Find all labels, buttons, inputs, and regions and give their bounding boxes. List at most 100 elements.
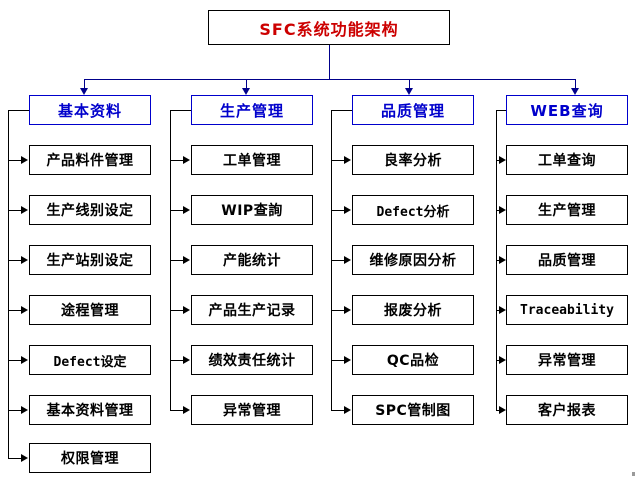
- column-spine-1: [8, 110, 9, 458]
- column-header-label-2: 生产管理: [219, 101, 284, 120]
- leaf-1-1[interactable]: 产品料件管理: [29, 145, 151, 175]
- spine-branch-2-2: [170, 210, 184, 211]
- leaf-label-3-1: 良率分析: [384, 153, 442, 169]
- diagram-title-box: SFC系统功能架构: [208, 10, 450, 45]
- leaf-2-3[interactable]: 产能统计: [191, 245, 313, 275]
- spine-arrow-3-6: [344, 406, 351, 414]
- spine-branch-4-3: [496, 260, 501, 261]
- column-header-1[interactable]: 基本资料: [29, 95, 151, 125]
- header-arrow-1: [80, 88, 88, 95]
- leaf-3-6[interactable]: SPC管制图: [352, 395, 474, 425]
- column-header-label-4: WEB查询: [530, 101, 604, 120]
- spine-branch-3-6: [331, 410, 345, 411]
- spine-branch-2-1: [170, 160, 184, 161]
- leaf-2-1[interactable]: 工单管理: [191, 145, 313, 175]
- leaf-1-3[interactable]: 生产站别设定: [29, 245, 151, 275]
- leaf-4-2[interactable]: 生产管理: [506, 195, 628, 225]
- leaf-1-7[interactable]: 权限管理: [29, 443, 151, 473]
- leaf-1-2[interactable]: 生产线别设定: [29, 195, 151, 225]
- leaf-3-2[interactable]: Defect分析: [352, 195, 474, 225]
- spine-branch-1-2: [8, 210, 22, 211]
- spine-branch-1-5: [8, 360, 22, 361]
- leaf-2-5[interactable]: 绩效责任统计: [191, 345, 313, 375]
- spine-arrow-2-5: [183, 356, 190, 364]
- header-drop-line-2: [246, 79, 247, 88]
- leaf-label-2-5: 绩效责任统计: [208, 353, 296, 369]
- spine-tap-2: [170, 110, 191, 111]
- leaf-1-6[interactable]: 基本资料管理: [29, 395, 151, 425]
- spine-branch-3-4: [331, 310, 345, 311]
- leaf-label-1-3: 生产站别设定: [46, 253, 134, 269]
- header-bus-line: [84, 79, 575, 80]
- leaf-2-4[interactable]: 产品生产记录: [191, 295, 313, 325]
- page-title: SFC系统功能架构: [259, 19, 399, 39]
- leaf-label-3-4: 报废分析: [384, 303, 442, 319]
- spine-arrow-1-5: [21, 356, 28, 364]
- spine-branch-2-6: [170, 410, 184, 411]
- leaf-1-4[interactable]: 途程管理: [29, 295, 151, 325]
- spine-arrow-2-4: [183, 306, 190, 314]
- leaf-label-2-2: WIP查詢: [221, 203, 283, 219]
- header-drop-line-3: [409, 79, 410, 88]
- leaf-label-3-2: Defect分析: [376, 204, 450, 220]
- spine-arrow-3-5: [344, 356, 351, 364]
- leaf-label-3-6: SPC管制图: [375, 403, 451, 419]
- leaf-label-1-6: 基本资料管理: [46, 403, 134, 419]
- leaf-4-5[interactable]: 异常管理: [506, 345, 628, 375]
- leaf-2-6[interactable]: 异常管理: [191, 395, 313, 425]
- spine-branch-1-3: [8, 260, 22, 261]
- spine-arrow-4-3: [499, 256, 506, 264]
- leaf-label-3-3: 维修原因分析: [369, 253, 457, 269]
- spine-branch-2-5: [170, 360, 184, 361]
- leaf-4-1[interactable]: 工单查询: [506, 145, 628, 175]
- leaf-label-1-2: 生产线别设定: [46, 203, 134, 219]
- spine-arrow-4-2: [499, 206, 506, 214]
- leaf-label-4-3: 品质管理: [538, 253, 596, 269]
- leaf-1-5[interactable]: Defect设定: [29, 345, 151, 375]
- column-header-label-3: 品质管理: [380, 101, 445, 120]
- leaf-3-3[interactable]: 维修原因分析: [352, 245, 474, 275]
- spine-branch-1-4: [8, 310, 22, 311]
- leaf-3-4[interactable]: 报废分析: [352, 295, 474, 325]
- column-header-3[interactable]: 品质管理: [352, 95, 474, 125]
- spine-tap-3: [331, 110, 352, 111]
- leaf-label-2-1: 工单管理: [223, 153, 281, 169]
- leaf-label-2-3: 产能统计: [223, 253, 281, 269]
- spine-arrow-4-5: [499, 356, 506, 364]
- leaf-4-3[interactable]: 品质管理: [506, 245, 628, 275]
- spine-arrow-4-4: [499, 306, 506, 314]
- leaf-label-4-5: 异常管理: [538, 353, 596, 369]
- leaf-3-1[interactable]: 良率分析: [352, 145, 474, 175]
- leaf-3-5[interactable]: QC品检: [352, 345, 474, 375]
- spine-branch-1-7: [8, 458, 22, 459]
- spine-branch-1-6: [8, 410, 22, 411]
- spine-branch-4-4: [496, 310, 501, 311]
- leaf-label-1-1: 产品料件管理: [46, 153, 134, 169]
- spine-branch-4-1: [496, 160, 501, 161]
- spine-arrow-3-2: [344, 206, 351, 214]
- spine-branch-1-1: [8, 160, 22, 161]
- corner-artifact: [632, 472, 635, 476]
- spine-arrow-2-2: [183, 206, 190, 214]
- leaf-label-3-5: QC品检: [386, 353, 440, 369]
- spine-arrow-1-3: [21, 256, 28, 264]
- spine-arrow-2-6: [183, 406, 190, 414]
- header-drop-line-1: [84, 79, 85, 88]
- column-header-2[interactable]: 生产管理: [191, 95, 313, 125]
- spine-tap-1: [8, 110, 29, 111]
- leaf-4-6[interactable]: 客户报表: [506, 395, 628, 425]
- leaf-4-4[interactable]: Traceability: [506, 295, 628, 325]
- spine-arrow-3-1: [344, 156, 351, 164]
- spine-arrow-4-6: [499, 406, 506, 414]
- leaf-2-2[interactable]: WIP查詢: [191, 195, 313, 225]
- spine-branch-2-3: [170, 260, 184, 261]
- header-arrow-3: [405, 88, 413, 95]
- spine-branch-3-5: [331, 360, 345, 361]
- column-header-4[interactable]: WEB查询: [506, 95, 628, 125]
- header-arrow-4: [571, 88, 579, 95]
- header-arrow-2: [242, 88, 250, 95]
- spine-arrow-4-1: [499, 156, 506, 164]
- title-stem-line: [329, 45, 330, 79]
- spine-arrow-2-1: [183, 156, 190, 164]
